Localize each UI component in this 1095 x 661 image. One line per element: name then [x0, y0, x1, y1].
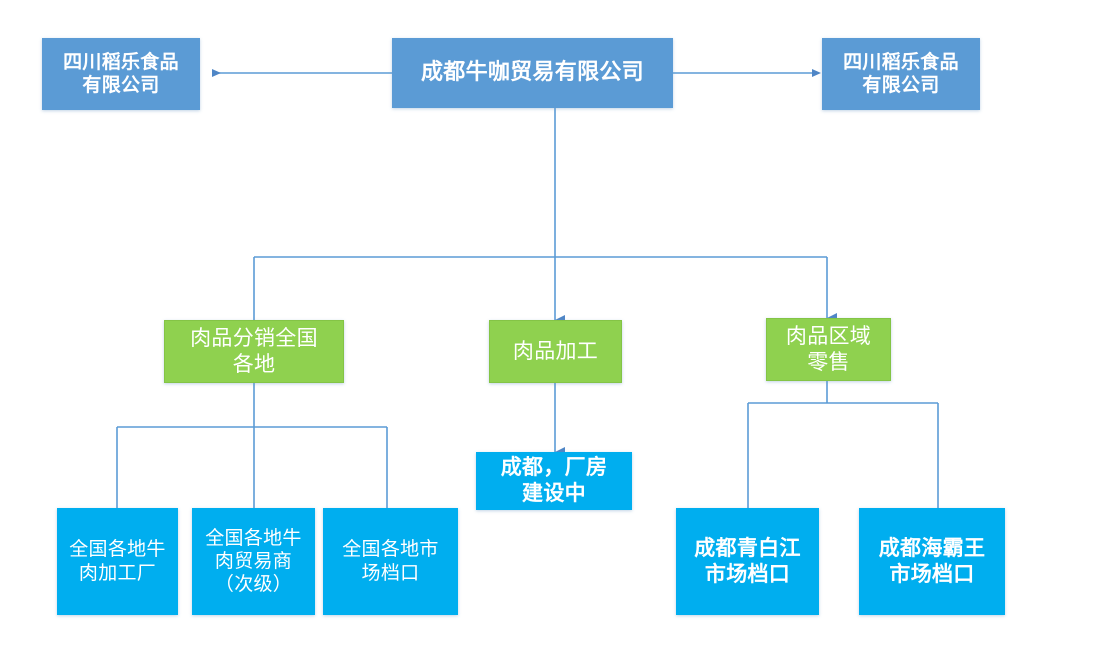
node-leaf-haibawang[interactable]: 成都海霸王 市场档口 — [859, 508, 1005, 615]
node-leaf-factories[interactable]: 全国各地牛 肉加工厂 — [57, 508, 178, 615]
node-supplier-right[interactable]: 四川稻乐食品 有限公司 — [822, 38, 980, 110]
node-company[interactable]: 成都牛咖贸易有限公司 — [392, 38, 673, 108]
node-branch-processing[interactable]: 肉品加工 — [489, 320, 622, 383]
node-leaf-market-stalls[interactable]: 全国各地市 场档口 — [323, 508, 458, 615]
node-leaf-traders[interactable]: 全国各地牛 肉贸易商 （次级） — [192, 508, 315, 615]
node-supplier-left[interactable]: 四川稻乐食品 有限公司 — [42, 38, 200, 110]
node-branch-distribution[interactable]: 肉品分销全国 各地 — [164, 320, 344, 383]
node-leaf-plant-status[interactable]: 成都，厂房 建设中 — [476, 452, 632, 510]
node-leaf-qingbaijiang[interactable]: 成都青白江 市场档口 — [676, 508, 819, 615]
node-branch-retail[interactable]: 肉品区域 零售 — [766, 318, 891, 381]
